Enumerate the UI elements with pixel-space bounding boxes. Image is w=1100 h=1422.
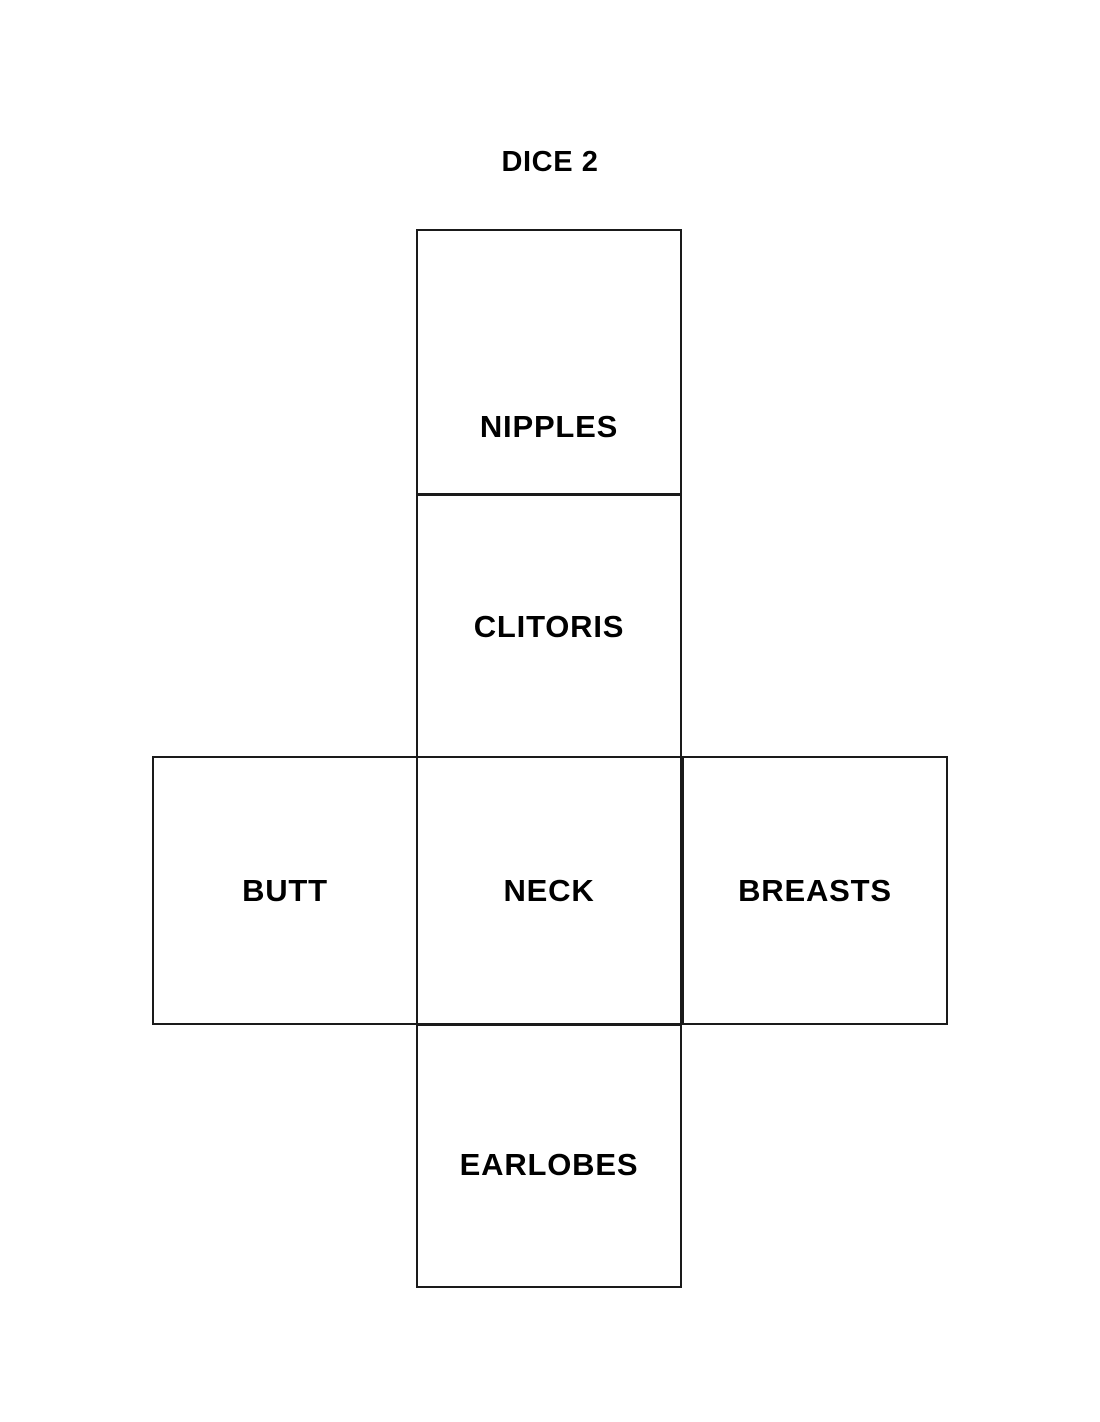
- cube-face-bottom-label: EARLOBES: [459, 1146, 639, 1182]
- cube-face-bottom[interactable]: EARLOBES: [416, 1024, 682, 1288]
- cube-face-left[interactable]: BUTT: [152, 756, 418, 1025]
- cube-face-top[interactable]: NIPPLES: [416, 229, 682, 495]
- cube-face-center[interactable]: NECK: [416, 756, 682, 1025]
- cube-face-right-label: BREASTS: [738, 873, 892, 908]
- cube-face-right[interactable]: BREASTS: [682, 756, 948, 1025]
- page-title: DICE 2: [501, 146, 599, 178]
- cube-face-top-label: NIPPLES: [479, 408, 619, 444]
- cube-net-diagram: NIPPLES CLITORIS BUTT NECK BREASTS EARLO…: [152, 229, 948, 1288]
- cube-face-left-label: BUTT: [242, 873, 328, 908]
- cube-face-upper-middle-label: CLITORIS: [473, 608, 625, 644]
- cube-face-upper-middle[interactable]: CLITORIS: [416, 494, 682, 758]
- cube-face-center-label: NECK: [503, 873, 595, 908]
